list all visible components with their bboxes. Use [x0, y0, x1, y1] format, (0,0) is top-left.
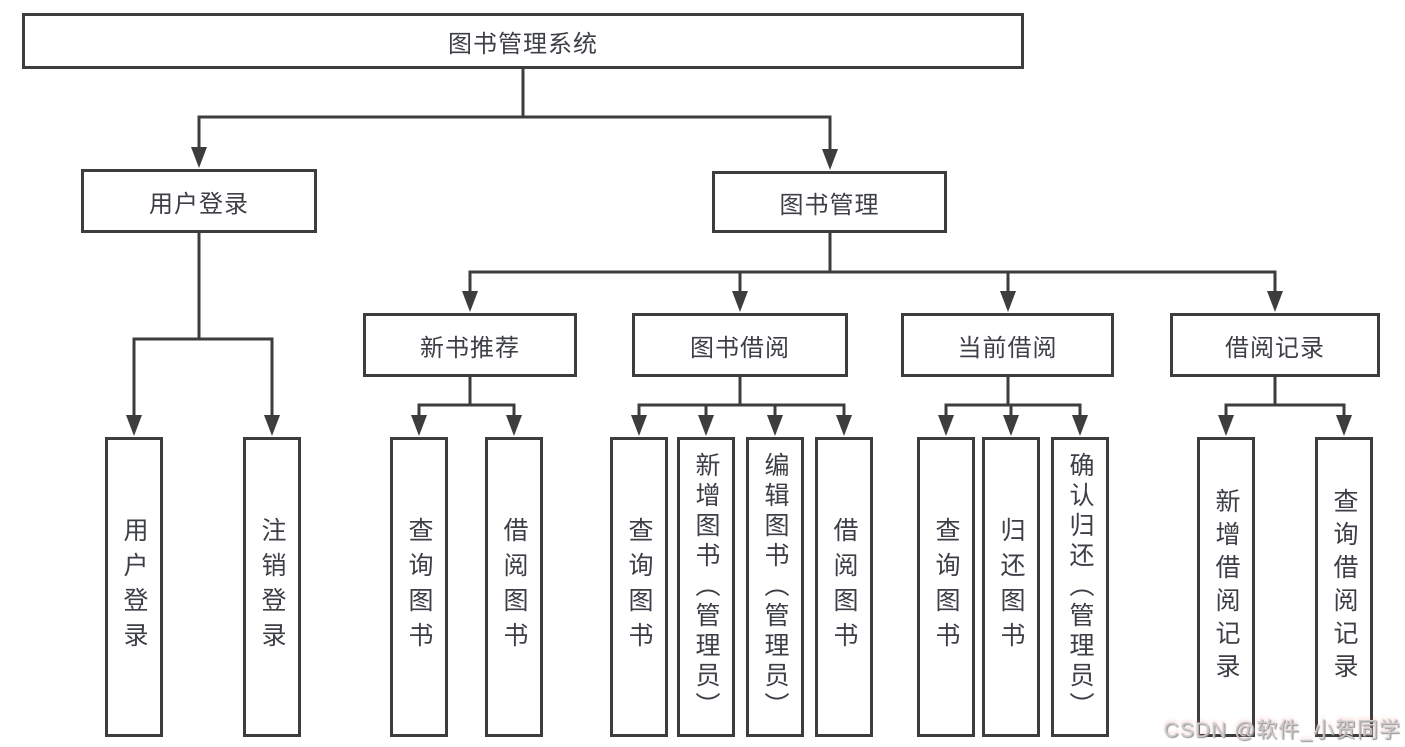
leaf-borrow-books: 借阅图书: [815, 437, 873, 737]
node-label: 归还图书: [997, 517, 1025, 657]
leaf-logout: 注销登录: [243, 437, 301, 737]
node-label: 当前借阅: [957, 334, 1058, 362]
node-label: 新增图书（管理员）: [692, 452, 720, 722]
leaf-add-books-admin: 新增图书（管理员）: [677, 437, 735, 737]
node-user-login-branch: 用户登录: [81, 169, 317, 233]
leaf-edit-books-admin: 编辑图书（管理员）: [746, 437, 804, 737]
node-label: 图书管理: [779, 191, 880, 219]
leaf-user-login: 用户登录: [105, 437, 163, 737]
node-label: 借阅图书: [500, 517, 528, 657]
leaf-query-books-recommend: 查询图书: [390, 437, 448, 737]
node-book-management: 图书管理: [712, 171, 947, 233]
node-borrowing-records: 借阅记录: [1170, 313, 1380, 377]
node-label: 查询图书: [932, 517, 960, 657]
node-current-borrowing: 当前借阅: [901, 313, 1114, 377]
leaf-borrow-books-recommend: 借阅图书: [485, 437, 543, 737]
node-label: 查询图书: [625, 517, 653, 657]
node-label: 注销登录: [258, 517, 286, 657]
node-new-book-recommend: 新书推荐: [363, 313, 577, 377]
csdn-watermark: CSDN @软件_小贺同学: [1163, 719, 1401, 742]
node-label: 借阅记录: [1225, 334, 1325, 362]
node-book-borrowing: 图书借阅: [632, 313, 848, 377]
node-label: 用户登录: [149, 190, 249, 218]
node-label: 新增借阅记录: [1212, 488, 1240, 686]
node-label: 借阅图书: [830, 517, 858, 657]
node-label: 用户登录: [120, 517, 148, 657]
leaf-return-books: 归还图书: [982, 437, 1040, 737]
node-label: 图书管理系统: [448, 30, 598, 58]
leaf-query-books-borrowing: 查询图书: [610, 437, 668, 737]
leaf-query-borrow-record: 查询借阅记录: [1315, 437, 1373, 737]
leaf-query-books-current: 查询图书: [917, 437, 975, 737]
node-label: 查询借阅记录: [1330, 488, 1358, 686]
leaf-confirm-return-admin: 确认归还（管理员）: [1051, 437, 1109, 737]
node-label: 图书借阅: [690, 334, 790, 362]
node-root-library-system: 图书管理系统: [22, 13, 1024, 69]
leaf-add-borrow-record: 新增借阅记录: [1197, 437, 1255, 737]
node-label: 新书推荐: [420, 334, 520, 362]
node-label: 确认归还（管理员）: [1066, 452, 1094, 722]
node-label: 编辑图书（管理员）: [761, 452, 789, 722]
node-label: 查询图书: [405, 517, 433, 657]
